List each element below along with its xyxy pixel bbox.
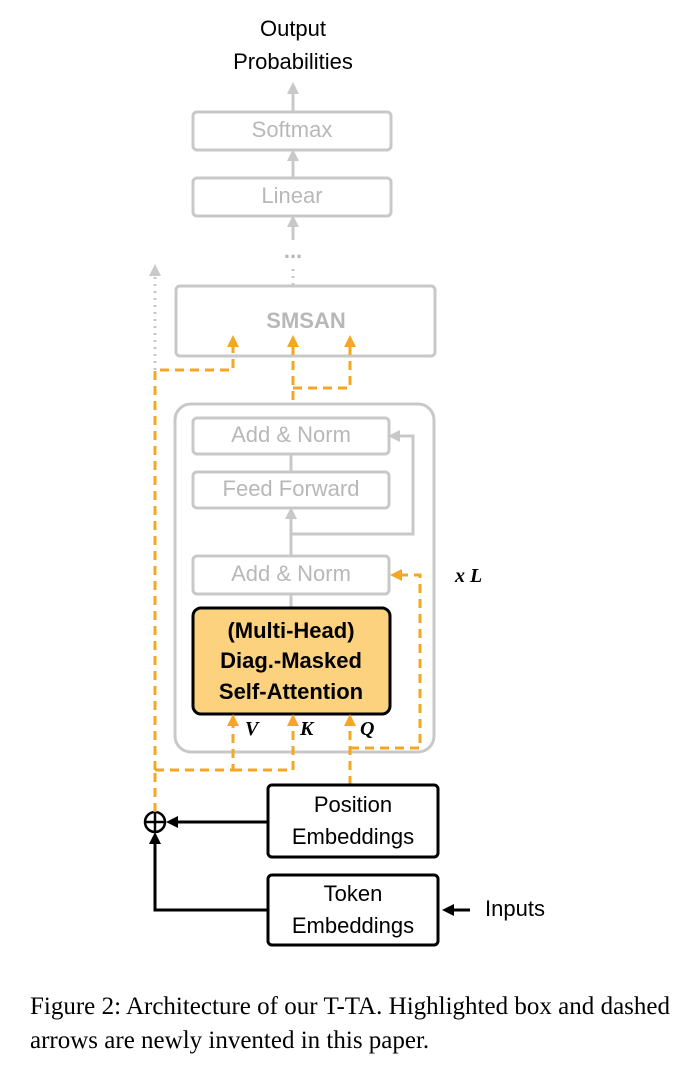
attention-label-line2: Diag.-Masked (220, 648, 362, 673)
attention-label-line3: Self-Attention (219, 679, 363, 704)
orange-q-to-smsan (293, 335, 356, 390)
arrow-token-to-sum (149, 832, 268, 912)
smsan-label: SMSAN (266, 308, 345, 333)
token-label-line1: Token (324, 881, 383, 906)
linear-label: Linear (261, 183, 322, 208)
token-label-line2: Embeddings (292, 913, 414, 938)
orange-k-to-attn (233, 714, 299, 772)
repeat-label: x L (454, 565, 482, 587)
softmax-label: Softmax (252, 117, 333, 142)
attention-label-line1: (Multi-Head) (227, 618, 354, 643)
output-label-line2: Probabilities (233, 49, 353, 74)
transformer-block (173, 402, 436, 754)
v-label: V (245, 718, 260, 740)
orange-v-to-smsan (153, 335, 239, 770)
smsan-box (174, 284, 437, 358)
orange-residual-to-addnorm (350, 569, 422, 750)
ellipsis: ... (284, 238, 302, 263)
k-label: K (299, 718, 315, 740)
position-label-line2: Embeddings (292, 824, 414, 849)
add-norm-top-label: Add & Norm (231, 422, 351, 447)
add-norm-bottom-label: Add & Norm (231, 561, 351, 586)
residual-ff (291, 430, 415, 536)
figure-caption: Figure 2: Architecture of our T-TA. High… (30, 993, 670, 1054)
inputs-label: Inputs (485, 896, 545, 921)
q-label: Q (360, 718, 374, 740)
orange-v-to-attn (155, 714, 239, 772)
position-label-line1: Position (314, 792, 392, 817)
feed-forward-label: Feed Forward (223, 476, 360, 501)
output-label-line1: Output (260, 16, 326, 41)
